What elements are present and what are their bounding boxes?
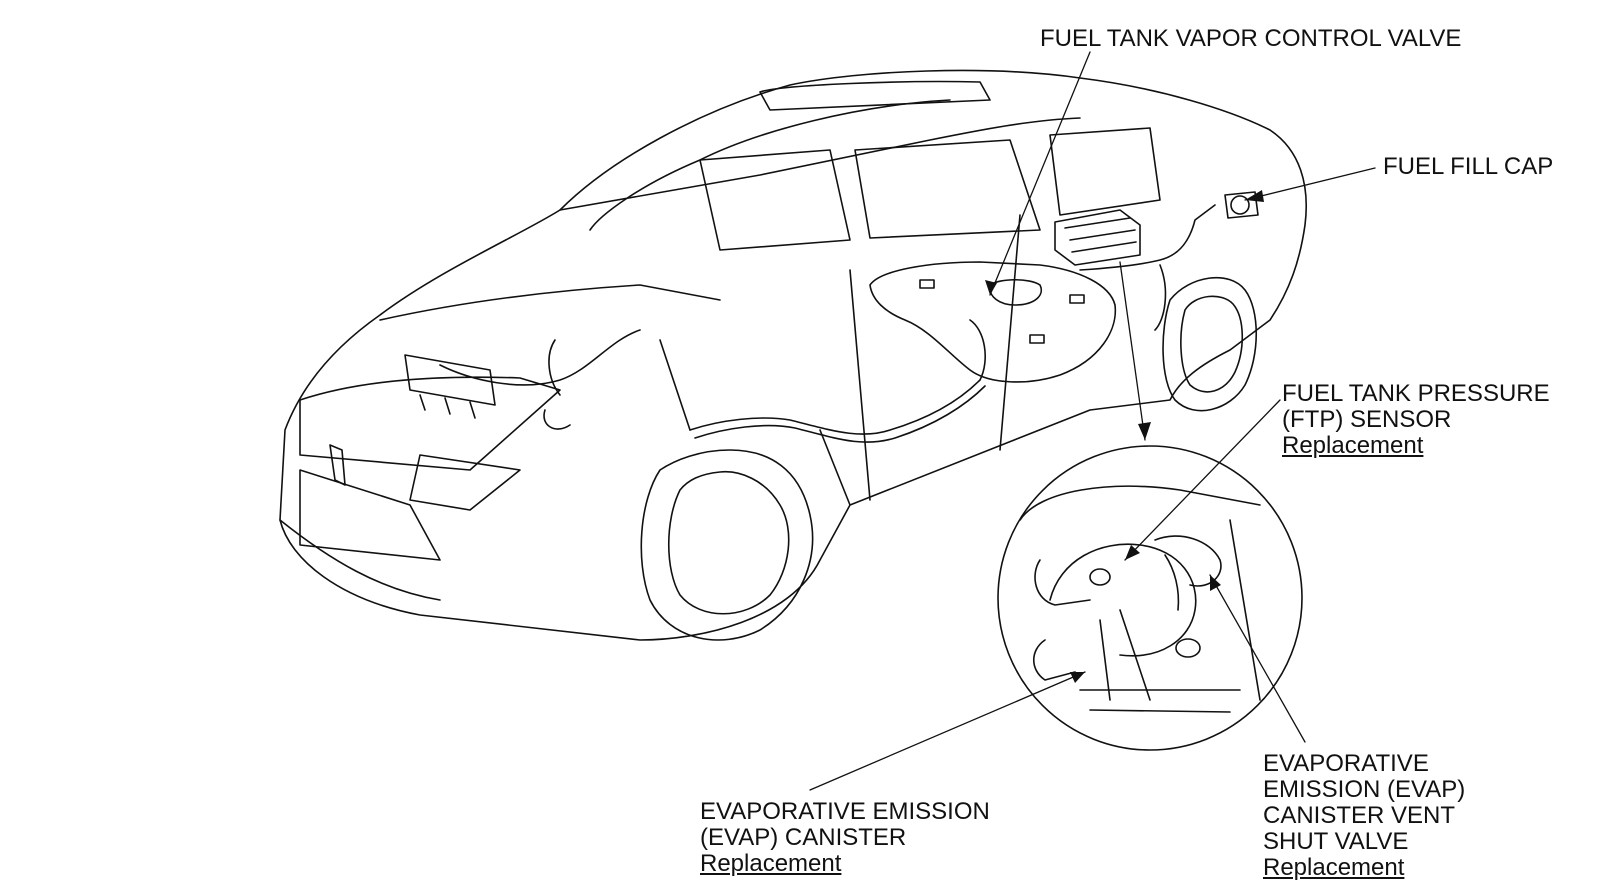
- fuel-tank: [869, 261, 1117, 383]
- evap-canister-replacement-link[interactable]: Replacement: [700, 850, 842, 877]
- callout-fuel-fill-cap: FUEL FILL CAP: [1383, 154, 1553, 180]
- ftp-sensor-replacement-link[interactable]: Replacement: [1282, 432, 1424, 459]
- detail-inset: [997, 445, 1303, 751]
- callout-ftp-sensor: FUEL TANK PRESSURE (FTP) SENSOR Replacem…: [1282, 381, 1550, 459]
- callout-line: EMISSION (EVAP): [1263, 776, 1466, 803]
- leader-arrowheads: [985, 190, 1264, 683]
- callout-line: (FTP) SENSOR: [1282, 406, 1452, 433]
- callout-line: (EVAP) CANISTER: [700, 824, 907, 851]
- car-body: [279, 69, 1308, 641]
- callout-line: SHUT VALVE: [1263, 828, 1409, 855]
- callout-line: EVAPORATIVE: [1263, 750, 1429, 777]
- fuel-rail: [404, 339, 571, 430]
- callout-evap-canister-vent-shut-valve: EVAPORATIVE EMISSION (EVAP) CANISTER VEN…: [1263, 751, 1465, 881]
- callout-title: FUEL TANK VAPOR CONTROL VALVE: [1040, 25, 1462, 52]
- callout-line: FUEL TANK PRESSURE: [1282, 380, 1550, 407]
- callout-line: CANISTER VENT: [1263, 802, 1456, 829]
- leader-lines: [809, 51, 1376, 791]
- callout-evap-canister: EVAPORATIVE EMISSION (EVAP) CANISTER Rep…: [700, 799, 990, 877]
- front-wheel: [640, 449, 814, 641]
- callout-fuel-tank-vapor-control-valve: FUEL TANK VAPOR CONTROL VALVE: [1040, 26, 1461, 52]
- vent-shut-valve-replacement-link[interactable]: Replacement: [1263, 854, 1405, 881]
- rear-wheel: [1162, 276, 1257, 412]
- fuel-and-vapor-lines: [439, 204, 1216, 443]
- callout-line: EVAPORATIVE EMISSION: [700, 798, 990, 825]
- fuel-fill-cap-part: [1224, 191, 1259, 219]
- callout-title: FUEL FILL CAP: [1383, 153, 1554, 180]
- evap-canister: [1054, 209, 1141, 266]
